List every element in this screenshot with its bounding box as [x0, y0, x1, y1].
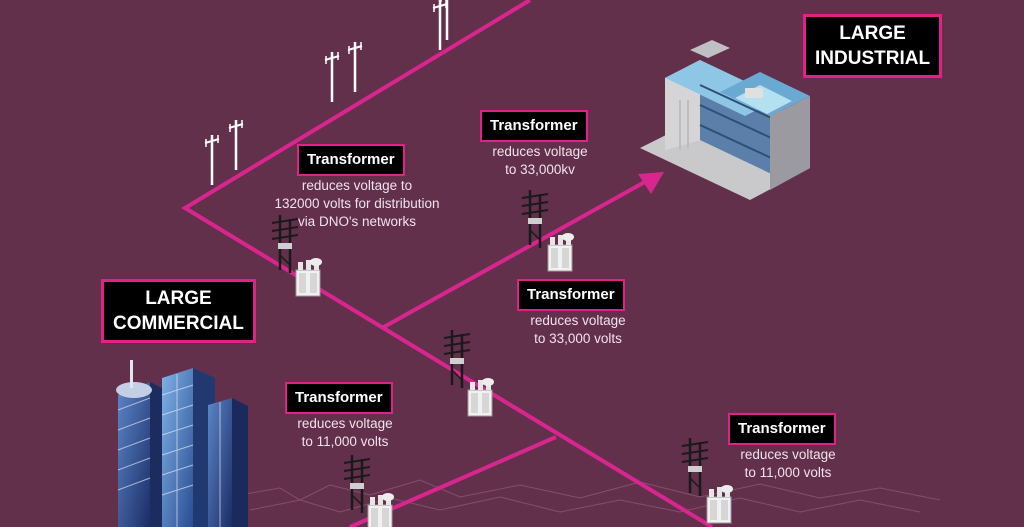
- large-commercial-label: LARGE COMMERCIAL: [101, 279, 256, 343]
- transformer-desc-3: reduces voltage to 33,000 volts: [518, 312, 638, 348]
- large-industrial-line-1: LARGE: [839, 23, 906, 44]
- transformer-desc-5: reduces voltage to 11,000 volts: [728, 446, 848, 482]
- transformer-label-2: Transformer: [480, 110, 588, 142]
- transformer-label-4: Transformer: [285, 382, 393, 414]
- transformer-desc-3-line-1: reduces voltage: [530, 313, 626, 328]
- transformer-desc-5-line-2: to 11,000 volts: [744, 465, 832, 480]
- transformer-label-1: Transformer: [297, 144, 405, 176]
- transformer-desc-4: reduces voltage to 11,000 volts: [285, 415, 405, 451]
- large-commercial-line-1: LARGE: [145, 288, 212, 309]
- transformer-desc-2-line-1: reduces voltage: [492, 144, 588, 159]
- arrow-head-icon: [638, 172, 664, 194]
- commercial-buildings-illustration: [116, 360, 248, 527]
- transformer-desc-4-line-2: to 11,000 volts: [301, 434, 389, 449]
- industrial-building-illustration: [640, 40, 810, 200]
- transformer-desc-1: reduces voltage to 132000 volts for dist…: [262, 177, 452, 231]
- transformer-label-5: Transformer: [728, 413, 836, 445]
- transformer-desc-5-line-1: reduces voltage: [740, 447, 836, 462]
- transformer-desc-1-line-3: via DNO's networks: [297, 214, 417, 229]
- large-industrial-label: LARGE INDUSTRIAL: [803, 14, 943, 78]
- transformer-desc-2: reduces voltage to 33,000kv: [480, 143, 600, 179]
- transformer-desc-1-line-1: reduces voltage to: [301, 178, 413, 193]
- large-industrial-line-2: INDUSTRIAL: [815, 48, 931, 69]
- power-lines: [181, 0, 714, 527]
- transformer-desc-2-line-2: to 33,000kv: [505, 162, 575, 177]
- large-commercial-line-2: COMMERCIAL: [113, 313, 244, 334]
- energy-wave-decoration: [239, 479, 941, 513]
- transformer-label-3: Transformer: [517, 279, 625, 311]
- transformer-desc-1-line-2: 132000 volts for distribution: [274, 196, 440, 211]
- transformer-desc-3-line-2: to 33,000 volts: [534, 331, 622, 346]
- transformer-desc-4-line-1: reduces voltage: [297, 416, 393, 431]
